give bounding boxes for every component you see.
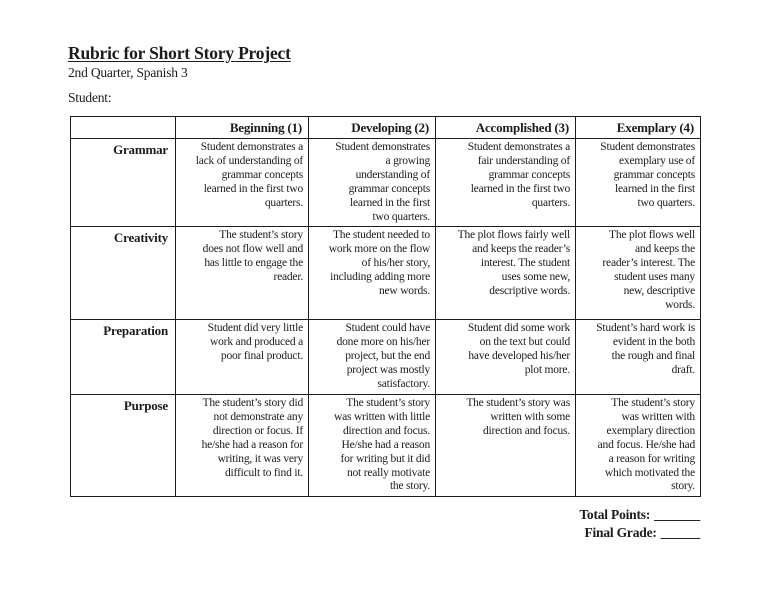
rubric-cell-creativity-exemplary: The plot flows well and keeps the reader… <box>575 226 701 321</box>
table-row-creativity: Creativity The student’s story does not … <box>70 226 701 321</box>
criterion-label-grammar: Grammar <box>70 137 176 228</box>
rubric-cell-purpose-beginning: The student’s story did not demonstrate … <box>175 393 309 498</box>
rubric-cell-preparation-exemplary: Student’s hard work is evident in the bo… <box>575 319 701 395</box>
total-points-label: Total Points: <box>579 507 651 522</box>
column-header-beginning: Beginning (1) <box>175 116 309 139</box>
rubric-cell-preparation-accomplished: Student did some work on the text but co… <box>435 319 576 395</box>
criterion-label-preparation: Preparation <box>70 319 176 395</box>
final-grade-blank: ______ <box>660 525 701 540</box>
rubric-cell-creativity-beginning: The student’s story does not flow well a… <box>175 226 309 321</box>
criterion-label-purpose: Purpose <box>70 393 176 498</box>
totals-block: Total Points:_______ Final Grade:______ <box>579 506 700 542</box>
table-row-grammar: Grammar Student demonstrates a lack of u… <box>70 137 701 228</box>
rubric-cell-purpose-accomplished: The student’s story was written with som… <box>435 393 576 498</box>
rubric-cell-grammar-developing: Student demonstrates a growing understan… <box>308 137 436 228</box>
final-grade-line: Final Grade:______ <box>579 524 700 542</box>
rubric-cell-grammar-beginning: Student demonstrates a lack of understan… <box>175 137 309 228</box>
column-header-accomplished: Accomplished (3) <box>435 116 576 139</box>
page-title: Rubric for Short Story Project <box>68 43 291 63</box>
rubric-cell-preparation-beginning: Student did very little work and produce… <box>175 319 309 395</box>
column-header-developing: Developing (2) <box>308 116 436 139</box>
column-header-exemplary: Exemplary (4) <box>575 116 701 139</box>
student-label: Student: <box>68 90 112 105</box>
rubric-cell-creativity-accomplished: The plot flows fairly well and keeps the… <box>435 226 576 321</box>
corner-cell <box>70 116 176 139</box>
rubric-cell-grammar-accomplished: Student demonstrates a fair understandin… <box>435 137 576 228</box>
rubric-table: Beginning (1) Developing (2) Accomplishe… <box>70 116 701 498</box>
final-grade-label: Final Grade: <box>584 525 657 540</box>
rubric-cell-grammar-exemplary: Student demonstrates exemplary use of gr… <box>575 137 701 228</box>
header-row: Beginning (1) Developing (2) Accomplishe… <box>70 116 701 139</box>
total-points-line: Total Points:_______ <box>579 506 700 524</box>
rubric-cell-purpose-developing: The student’s story was written with lit… <box>308 393 436 498</box>
rubric-cell-creativity-developing: The student needed to work more on the f… <box>308 226 436 321</box>
rubric-cell-purpose-exemplary: The student’s story was written with exe… <box>575 393 701 498</box>
criterion-label-creativity: Creativity <box>70 226 176 321</box>
rubric-cell-preparation-developing: Student could have done more on his/her … <box>308 319 436 395</box>
page-subtitle: 2nd Quarter, Spanish 3 <box>68 65 188 80</box>
total-points-blank: _______ <box>654 507 700 522</box>
table-row-preparation: Preparation Student did very little work… <box>70 319 701 395</box>
table-row-purpose: Purpose The student’s story did not demo… <box>70 393 701 498</box>
